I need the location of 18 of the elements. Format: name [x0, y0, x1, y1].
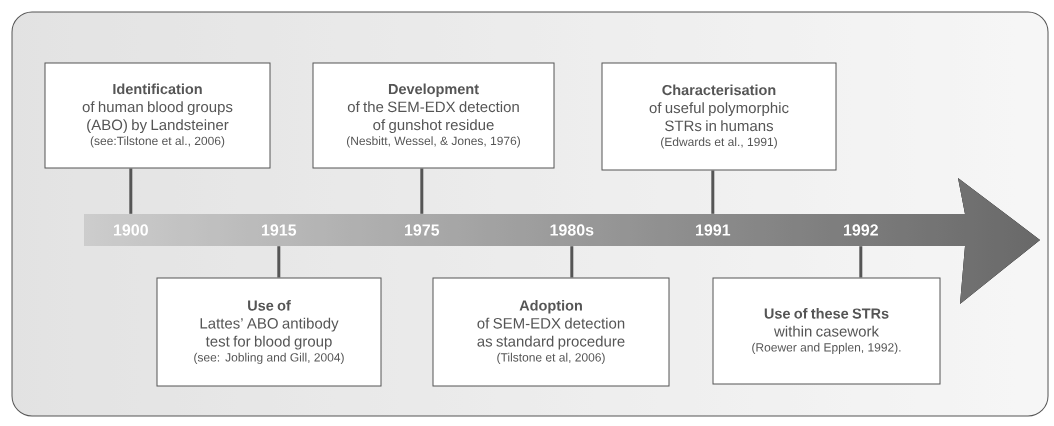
connector-line [277, 246, 281, 278]
event-box: Use of these STRs within casework (Roewer and Epplen, 1992). [712, 277, 941, 385]
connector-line [129, 168, 133, 214]
year-label: 1975 [405, 224, 440, 236]
event-box: Development of the SEM-EDX detection of gunshot residue (Nesbitt, Wessel, & Jones, 1976) [312, 62, 555, 169]
year-label: 1900 [114, 224, 148, 236]
connector-line [420, 168, 424, 214]
event-box: Characterisation of useful polymorphic STRs in humans (Edwards et al., 1991) [601, 62, 837, 171]
event-box: Use of Lattes’ ABO antibody test for blood group (see: Jobling and Gill, 2004) [156, 277, 382, 387]
connector-line [711, 170, 715, 214]
connector-line [570, 246, 574, 278]
year-label: 1915 [262, 224, 297, 236]
year-label: 1991 [696, 224, 731, 236]
year-label: 1980s [550, 224, 594, 236]
connector-line [859, 246, 863, 278]
year-label: 1992 [844, 224, 878, 236]
event-box: Identification of human blood groups (ABO) by Landsteiner (see:Tilstone et al., 2006) [44, 62, 271, 169]
event-box: Adoption of SEM-EDX detection as standard procedure (Tilstone et al, 2006) [432, 277, 670, 387]
